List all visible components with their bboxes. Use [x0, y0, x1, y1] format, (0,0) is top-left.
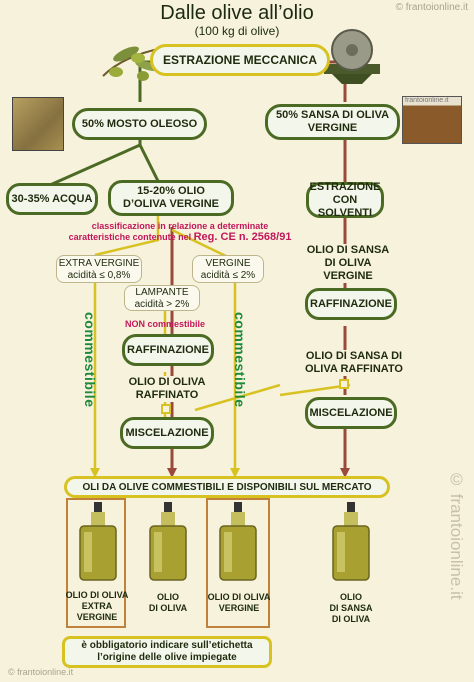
commestibile-right-label: commestibile	[232, 312, 248, 408]
extra-vergine-acid: acidità ≤ 0,8%	[67, 270, 131, 281]
watermark-bottom: © frantoionline.it	[8, 667, 74, 677]
millstone-icon	[324, 29, 380, 84]
node-miscelazione-left: MISCELAZIONE	[120, 417, 214, 449]
bottle-label-line: DI OLIVA	[331, 614, 371, 624]
classification-line2a: caratteristiche contenute nel	[68, 232, 194, 242]
bottle-label-line: OLIO DI OLIVA	[207, 592, 271, 602]
frame-extra-vergine	[66, 498, 126, 628]
bottle-icon	[149, 502, 187, 581]
bottle-label-line: EXTRA	[81, 601, 113, 611]
page-subtitle: (100 kg di olive)	[194, 24, 280, 38]
olio-sansa-vergine-label: OLIO DI SANSA DI OLIVA VERGINE	[303, 244, 393, 283]
classification-note: classificazione in relazione a determina…	[55, 221, 305, 243]
node-estrazione-solventi: ESTRAZIONE CON SOLVENTI	[306, 181, 384, 219]
category-vergine: VERGINE acidità ≤ 2%	[192, 255, 264, 283]
mosto-photo	[12, 97, 64, 151]
bottle-label-line: OLIO	[157, 592, 179, 602]
commestibile-left-label: commestibile	[82, 312, 98, 408]
category-extra-vergine: EXTRA VERGINE acidità ≤ 0,8%	[56, 255, 142, 283]
watermark-side: © frantoionline.it	[447, 470, 466, 600]
bottle-label-line: OLIO DI OLIVA	[65, 590, 129, 600]
node-olio-vergine: 15-20% OLIO D’OLIVA VERGINE	[108, 180, 234, 216]
node-raffinazione-right: RAFFINAZIONE	[305, 288, 397, 320]
frame-vergine	[206, 498, 270, 628]
bottle-label-extra-vergine: OLIO DI OLIVA EXTRA VERGINE	[62, 590, 132, 623]
watermark-top: © frantoionline.it	[395, 2, 468, 13]
olio-oliva-raffinato-label: OLIO DI OLIVA RAFFINATO	[124, 376, 210, 402]
bottle-label-line: DI SANSA	[329, 603, 373, 613]
lampante-title: LAMPANTE	[135, 287, 189, 298]
vergine-acid: acidità ≤ 2%	[200, 270, 256, 281]
bottle-label-line: OLIO	[340, 592, 362, 602]
vergine-title: VERGINE	[205, 258, 251, 269]
bottle-label-line: VERGINE	[76, 612, 118, 622]
node-estrazione-meccanica: ESTRAZIONE MECCANICA	[150, 44, 330, 76]
bottle-label-line: DI OLIVA	[148, 603, 188, 613]
obbligatorio-line2: l’origine delle olive impiegate	[97, 652, 237, 663]
node-raffinazione-left: RAFFINAZIONE	[122, 334, 214, 366]
sansa-photo: frantoionline.it	[402, 96, 462, 144]
bottle-label-line: VERGINE	[218, 603, 260, 613]
node-mosto-oleoso: 50% MOSTO OLEOSO	[72, 108, 207, 140]
classification-line1: classificazione in relazione a determina…	[91, 221, 269, 231]
bottle-label-vergine: OLIO DI OLIVA VERGINE	[204, 592, 274, 614]
extra-vergine-title: EXTRA VERGINE	[58, 258, 140, 269]
bottle-label-sansa: OLIO DI SANSA DI OLIVA	[321, 592, 381, 625]
lampante-acid: acidità > 2%	[134, 299, 190, 310]
page-title: Dalle olive all’olio	[160, 2, 314, 24]
bottle-icon	[219, 502, 257, 581]
node-acqua: 30-35% ACQUA	[6, 183, 98, 215]
bottle-icon	[332, 502, 370, 581]
bottle-label-olio-di-oliva: OLIO DI OLIVA	[138, 592, 198, 614]
node-miscelazione-right: MISCELAZIONE	[305, 397, 397, 429]
obbligatorio-note: è obbligatorio indicare sull’etichetta l…	[62, 636, 272, 668]
bottle-icon	[79, 502, 117, 581]
node-sansa: 50% SANSA DI OLIVA VERGINE	[265, 104, 400, 140]
sansa-photo-label: frantoionline.it	[405, 97, 449, 104]
category-lampante: LAMPANTE acidità > 2%	[124, 285, 200, 311]
olio-sansa-raffinato-label: OLIO DI SANSA DI OLIVA RAFFINATO	[292, 350, 416, 376]
classification-reg: Reg. CE n. 2568/91	[193, 231, 292, 243]
non-commestibile-label: NON commestibile	[124, 319, 206, 329]
obbligatorio-line1: è obbligatorio indicare sull’etichetta	[81, 640, 253, 651]
node-market: OLI DA OLIVE COMMESTIBILI E DISPONIBILI …	[64, 476, 390, 498]
